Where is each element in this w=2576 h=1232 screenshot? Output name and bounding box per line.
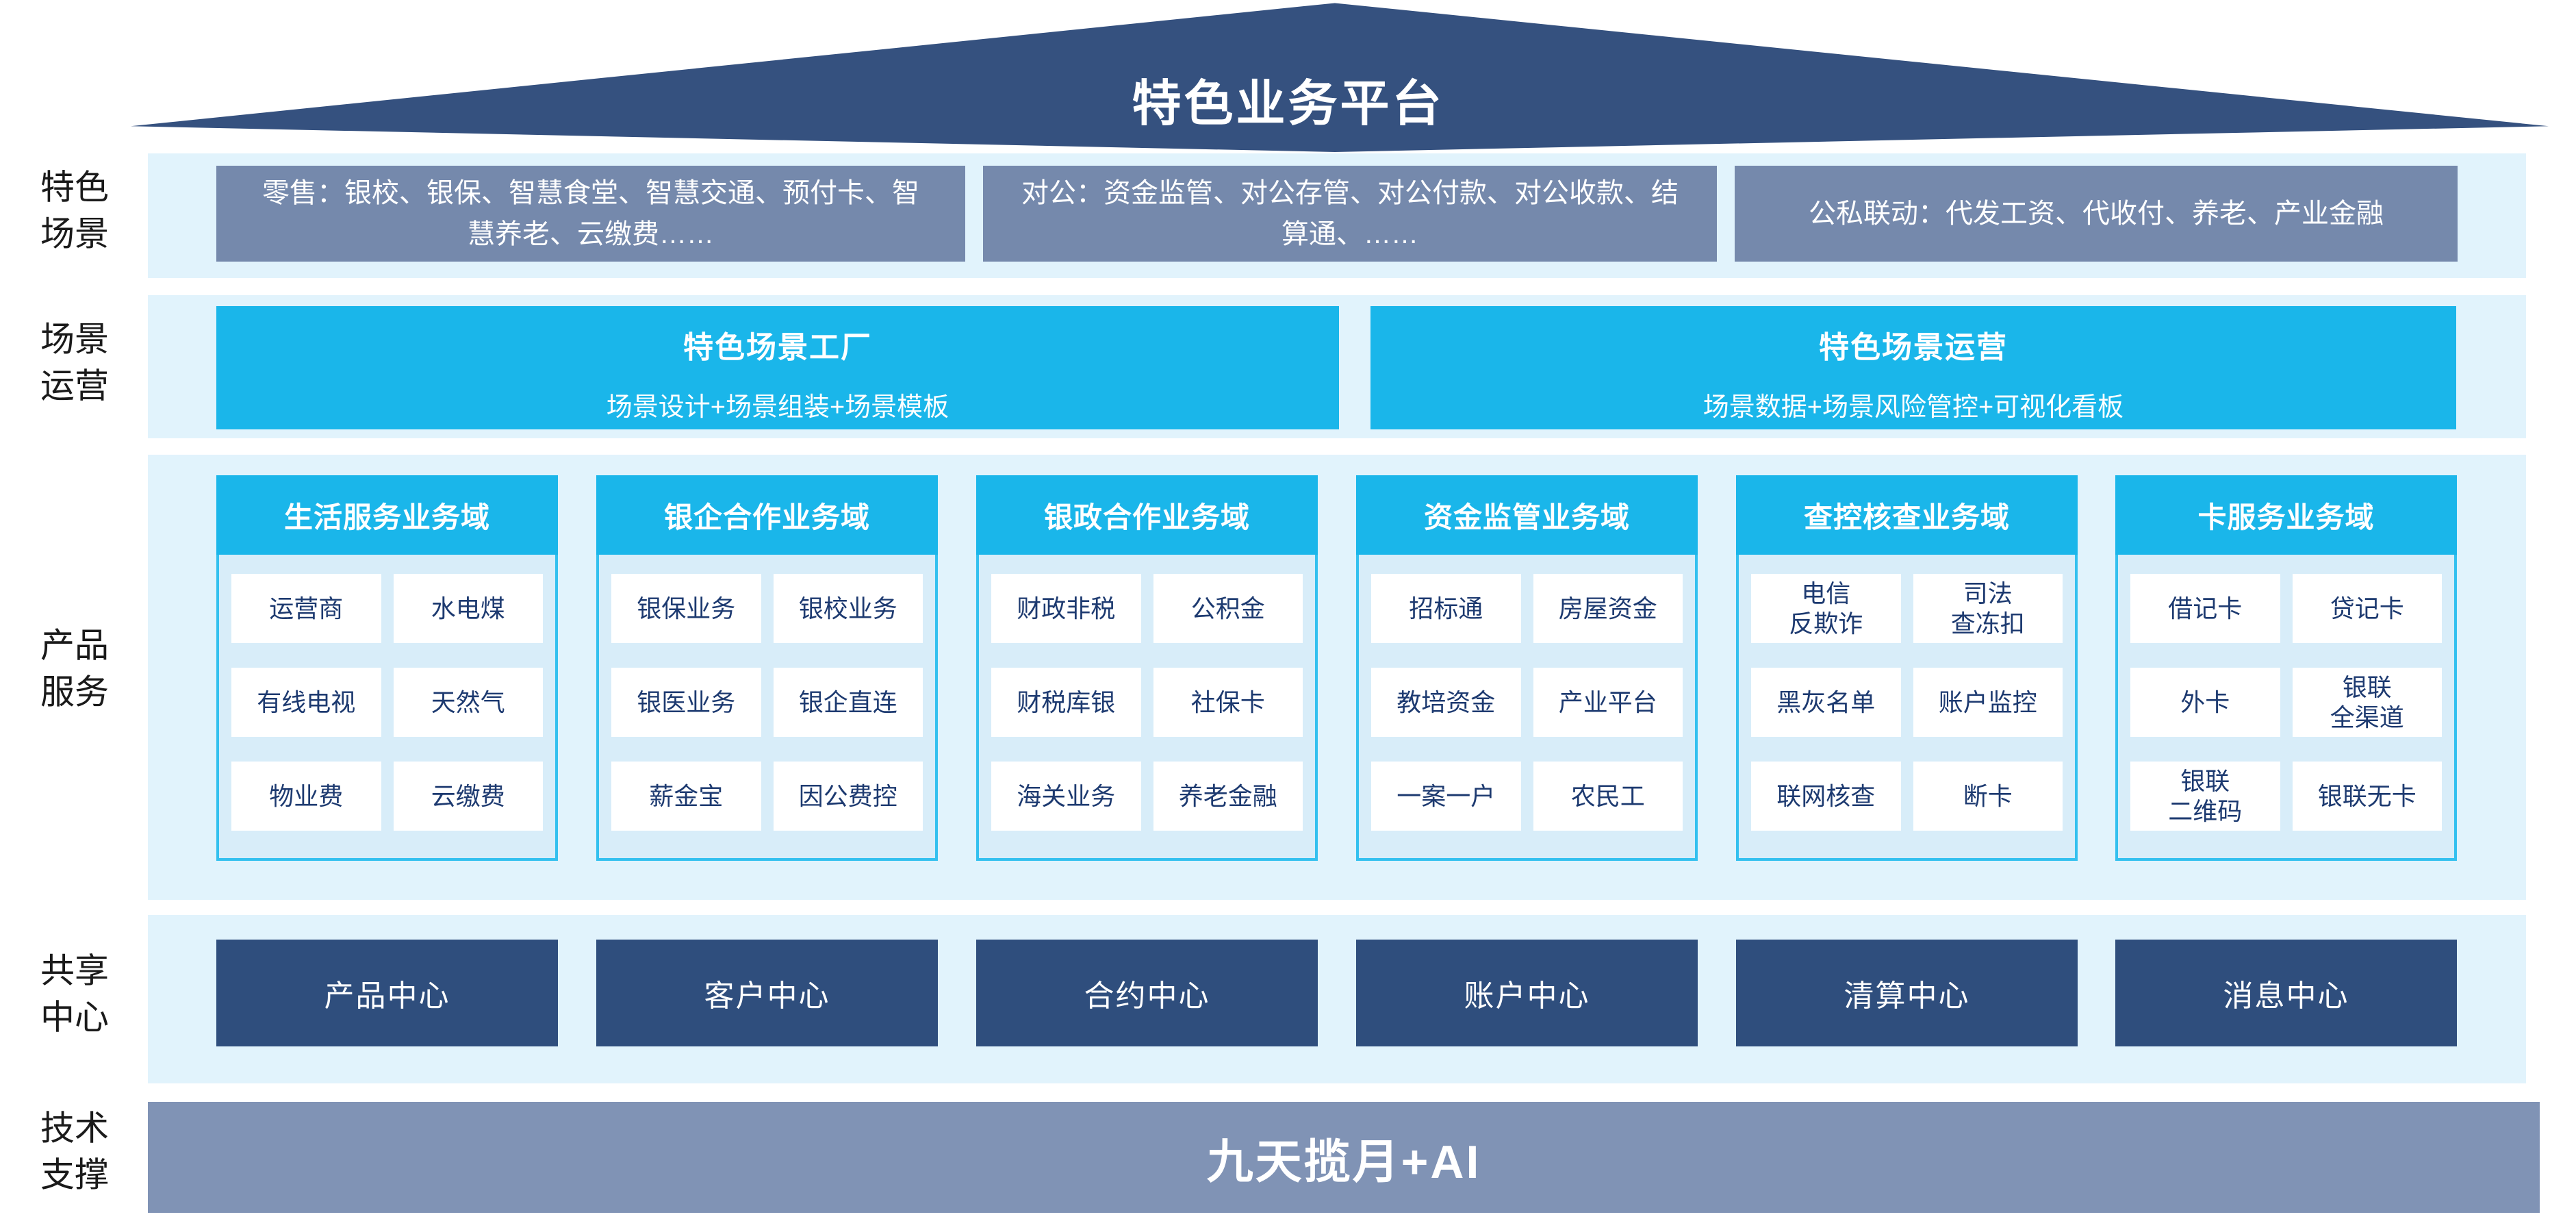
tech-support-bar: 九天揽月+AI — [148, 1102, 2540, 1213]
scene-operation-subtitle: 场景数据+场景风险管控+可视化看板 — [1703, 393, 2124, 422]
tech-bar-title: 九天揽月+AI — [1206, 1135, 1481, 1188]
side-label-operation: 场景 运营 — [40, 320, 109, 405]
domain-header: 查控核查业务域 — [1736, 475, 2078, 555]
product-cell: 农民工 — [1533, 762, 1683, 831]
product-cell: 云缴费 — [393, 762, 543, 831]
product-cell: 银联 全渠道 — [2292, 668, 2442, 737]
domain-body: 财政非税 公积金 财税库银 社保卡 海关业务 养老金融 — [976, 555, 1318, 861]
side-label-sharing: 共享 中心 — [40, 951, 109, 1037]
product-cell: 房屋资金 — [1533, 574, 1683, 643]
scene-factory-subtitle: 场景设计+场景组装+场景模板 — [606, 393, 949, 422]
scene-box-corporate: 对公：资金监管、对公存管、对公付款、对公收款、结算通、…… — [983, 166, 1717, 262]
product-cell: 贷记卡 — [2292, 574, 2442, 643]
scene-box-retail: 零售：银校、银保、智慧食堂、智慧交通、预付卡、智慧养老、云缴费…… — [216, 166, 965, 262]
domain-header: 卡服务业务域 — [2115, 475, 2457, 555]
domain-column-card-service: 卡服务业务域 借记卡 贷记卡 外卡 银联 全渠道 银联 二维码 银联无卡 — [2115, 475, 2457, 861]
product-cell: 招标通 — [1371, 574, 1521, 643]
scene-factory-title: 特色场景工厂 — [683, 331, 872, 364]
product-cell: 财政非税 — [991, 574, 1141, 643]
product-cell: 借记卡 — [2130, 574, 2280, 643]
product-cell: 公积金 — [1153, 574, 1303, 643]
domain-column-life-service: 生活服务业务域 运营商 水电煤 有线电视 天然气 物业费 云缴费 — [216, 475, 558, 861]
product-cell: 一案一户 — [1371, 762, 1521, 831]
product-cell: 银医业务 — [611, 668, 761, 737]
product-cell: 黑灰名单 — [1751, 668, 1901, 737]
domain-body: 银保业务 银校业务 银医业务 银企直连 薪金宝 因公费控 — [596, 555, 938, 861]
product-cell: 银企直连 — [773, 668, 923, 737]
product-cell: 运营商 — [231, 574, 381, 643]
product-cell: 因公费控 — [773, 762, 923, 831]
domain-body: 电信 反欺诈 司法 查冻扣 黑灰名单 账户监控 联网核查 断卡 — [1736, 555, 2078, 861]
center-box-account: 账户中心 — [1356, 940, 1698, 1046]
scene-box-public-private: 公私联动：代发工资、代收付、养老、产业金融 — [1735, 166, 2458, 262]
domain-header: 资金监管业务域 — [1356, 475, 1698, 555]
domain-header: 生活服务业务域 — [216, 475, 558, 555]
product-cell: 联网核查 — [1751, 762, 1901, 831]
center-box-product: 产品中心 — [216, 940, 558, 1046]
product-cell: 薪金宝 — [611, 762, 761, 831]
side-label-scene: 特色 场景 — [40, 168, 109, 253]
product-cell: 海关业务 — [991, 762, 1141, 831]
product-cell: 银校业务 — [773, 574, 923, 643]
domain-body: 运营商 水电煤 有线电视 天然气 物业费 云缴费 — [216, 555, 558, 861]
product-cell: 银联无卡 — [2292, 762, 2442, 831]
side-label-product: 产品 服务 — [40, 626, 109, 712]
center-box-clearing: 清算中心 — [1736, 940, 2078, 1046]
center-box-customer: 客户中心 — [596, 940, 938, 1046]
product-cell: 电信 反欺诈 — [1751, 574, 1901, 643]
product-cell: 有线电视 — [231, 668, 381, 737]
product-cell: 物业费 — [231, 762, 381, 831]
product-cell: 外卡 — [2130, 668, 2280, 737]
side-label-tech: 技术 支撑 — [40, 1109, 109, 1194]
product-cell: 水电煤 — [393, 574, 543, 643]
product-cell: 司法 查冻扣 — [1913, 574, 2063, 643]
scene-operation-title: 特色场景运营 — [1819, 331, 2008, 364]
domain-column-inspection-verification: 查控核查业务域 电信 反欺诈 司法 查冻扣 黑灰名单 账户监控 联网核查 断卡 — [1736, 475, 2078, 861]
center-box-contract: 合约中心 — [976, 940, 1318, 1046]
product-cell: 教培资金 — [1371, 668, 1521, 737]
domain-header: 银企合作业务域 — [596, 475, 938, 555]
product-cell: 财税库银 — [991, 668, 1141, 737]
product-cell: 银保业务 — [611, 574, 761, 643]
product-cell: 银联 二维码 — [2130, 762, 2280, 831]
product-cell: 养老金融 — [1153, 762, 1303, 831]
product-cell: 断卡 — [1913, 762, 2063, 831]
product-cell: 天然气 — [393, 668, 543, 737]
domain-column-fund-supervision: 资金监管业务域 招标通 房屋资金 教培资金 产业平台 一案一户 农民工 — [1356, 475, 1698, 861]
product-cell: 社保卡 — [1153, 668, 1303, 737]
domain-body: 借记卡 贷记卡 外卡 银联 全渠道 银联 二维码 银联无卡 — [2115, 555, 2457, 861]
domain-column-bank-government: 银政合作业务域 财政非税 公积金 财税库银 社保卡 海关业务 养老金融 — [976, 475, 1318, 861]
domain-body: 招标通 房屋资金 教培资金 产业平台 一案一户 农民工 — [1356, 555, 1698, 861]
platform-title: 特色业务平台 — [1132, 77, 1444, 131]
center-box-message: 消息中心 — [2115, 940, 2457, 1046]
domain-column-bank-enterprise: 银企合作业务域 银保业务 银校业务 银医业务 银企直连 薪金宝 因公费控 — [596, 475, 938, 861]
product-cell: 产业平台 — [1533, 668, 1683, 737]
scene-operation-box: 特色场景运营 场景数据+场景风险管控+可视化看板 — [1370, 306, 2456, 429]
scene-factory-box: 特色场景工厂 场景设计+场景组装+场景模板 — [216, 306, 1339, 429]
domain-header: 银政合作业务域 — [976, 475, 1318, 555]
product-cell: 账户监控 — [1913, 668, 2063, 737]
